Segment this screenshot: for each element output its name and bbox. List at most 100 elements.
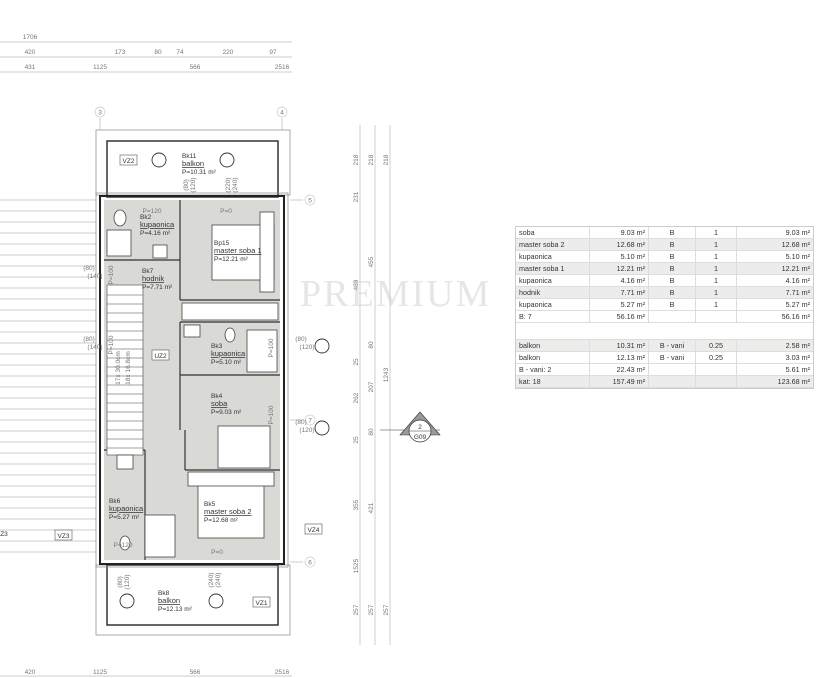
- table-cell: 4.16 m²: [590, 275, 649, 286]
- section-sheet: G09: [414, 434, 427, 441]
- room-code: Bk3: [211, 343, 223, 350]
- room-code: Bk8: [158, 590, 170, 597]
- dimension-label: 431: [25, 64, 36, 71]
- table-cell: balkon: [516, 340, 590, 351]
- window-label: (120): [299, 427, 314, 434]
- dimension-label: 489: [353, 279, 360, 290]
- room-area: P=4.16 m²: [140, 230, 171, 237]
- table-cell: 22.43 m²: [590, 364, 649, 375]
- table-cell: B: [649, 251, 696, 262]
- grid-6: 6: [308, 560, 312, 567]
- window-label: (240): [215, 572, 222, 587]
- dimension-label: 80: [368, 341, 375, 349]
- section-marker[interactable]: 2 G09: [380, 411, 441, 443]
- room-code: Bk2: [140, 214, 152, 221]
- table-cell: 5.10 m²: [785, 252, 810, 261]
- room-code: Bp15: [214, 240, 230, 247]
- dimension-label: 262: [353, 392, 360, 403]
- dimension-label: 1243: [383, 367, 390, 382]
- table-cell: 12.68 m²: [781, 240, 810, 249]
- table-cell: 7.71 m²: [785, 288, 810, 297]
- table-cell: B: [649, 263, 696, 274]
- table-cell: 1: [696, 275, 737, 286]
- window-label: (80): [295, 419, 307, 426]
- table-cell: master soba 2: [516, 239, 590, 250]
- wardrobe: [181, 302, 279, 321]
- table-cell: 123.68 m²: [777, 377, 810, 386]
- table-cell: kupaonica: [516, 275, 590, 286]
- table-cell: 56.16 m²: [590, 311, 649, 322]
- balcony-columns: [119, 152, 330, 609]
- dimension-label: 420: [25, 669, 36, 676]
- dimension-label: 218: [353, 154, 360, 165]
- table-cell: 5.27 m²: [590, 299, 649, 310]
- dimension-label: 566: [190, 669, 201, 676]
- room-name: balkon: [158, 596, 180, 605]
- table-cell: 1: [696, 299, 737, 310]
- table-cell: kupaonica: [516, 251, 590, 262]
- table-cell: B: [649, 275, 696, 286]
- room-name: balkon: [182, 159, 204, 168]
- bed-master-2: [197, 477, 265, 539]
- table-cell: 1: [696, 251, 737, 262]
- shower-2: [144, 514, 176, 558]
- dimension-label: 218: [368, 154, 375, 165]
- table-cell: [649, 311, 696, 322]
- tag-vz4: VZ4: [308, 527, 320, 534]
- dimension-label: 2516: [275, 669, 290, 676]
- tag-vz1: VZ1: [256, 600, 268, 607]
- table-cell: 0.25: [696, 352, 737, 363]
- grid-5: 5: [308, 198, 312, 205]
- dimension-label: 257: [383, 604, 390, 615]
- room-area: P=5.10 m²: [211, 359, 242, 366]
- table-cell: balkon: [516, 352, 590, 363]
- dimension-label: 455: [368, 256, 375, 267]
- dimension-label: 420: [25, 49, 36, 56]
- table-cell: 56.16 m²: [781, 312, 810, 321]
- table-cell: B - vani: 2: [516, 364, 590, 375]
- dimension-label: 80: [368, 428, 375, 436]
- tag-z3: Z3: [0, 531, 8, 538]
- table-cell: 5.61 m²: [785, 365, 810, 374]
- table-cell: B: [649, 227, 696, 238]
- window-label: (240): [232, 177, 239, 192]
- table-cell: 5.10 m²: [590, 251, 649, 262]
- dimension-label: 173: [115, 49, 126, 56]
- window-label: (120): [124, 574, 131, 589]
- opening-label: P=0: [211, 549, 223, 556]
- table-cell: 1: [696, 239, 737, 250]
- room-area: P=5.27 m²: [109, 514, 140, 521]
- dimension-label: 25: [353, 436, 360, 444]
- window-label: (80): [183, 179, 190, 191]
- dimension-label: 257: [353, 604, 360, 615]
- watermark: PREMIUM: [300, 273, 492, 315]
- dimension-label: 566: [190, 64, 201, 71]
- table-cell: 5.27 m²: [785, 300, 810, 309]
- table-cell: B: 7: [516, 311, 590, 322]
- table-cell: [649, 376, 696, 387]
- table-cell: B - vani: [649, 340, 696, 351]
- terrace-hatching: [0, 199, 96, 553]
- table-cell: 1: [696, 227, 737, 238]
- opening-label: P=100: [268, 405, 275, 424]
- stair-label: 18x 16.8cm: [125, 351, 132, 385]
- stair-label: 17x 30.0cm: [115, 351, 122, 385]
- table-cell: [649, 364, 696, 375]
- table-cell: B: [649, 299, 696, 310]
- room-code: Bk5: [204, 501, 216, 508]
- table-cell: hodnik: [516, 287, 590, 298]
- window-label: (80): [83, 265, 95, 272]
